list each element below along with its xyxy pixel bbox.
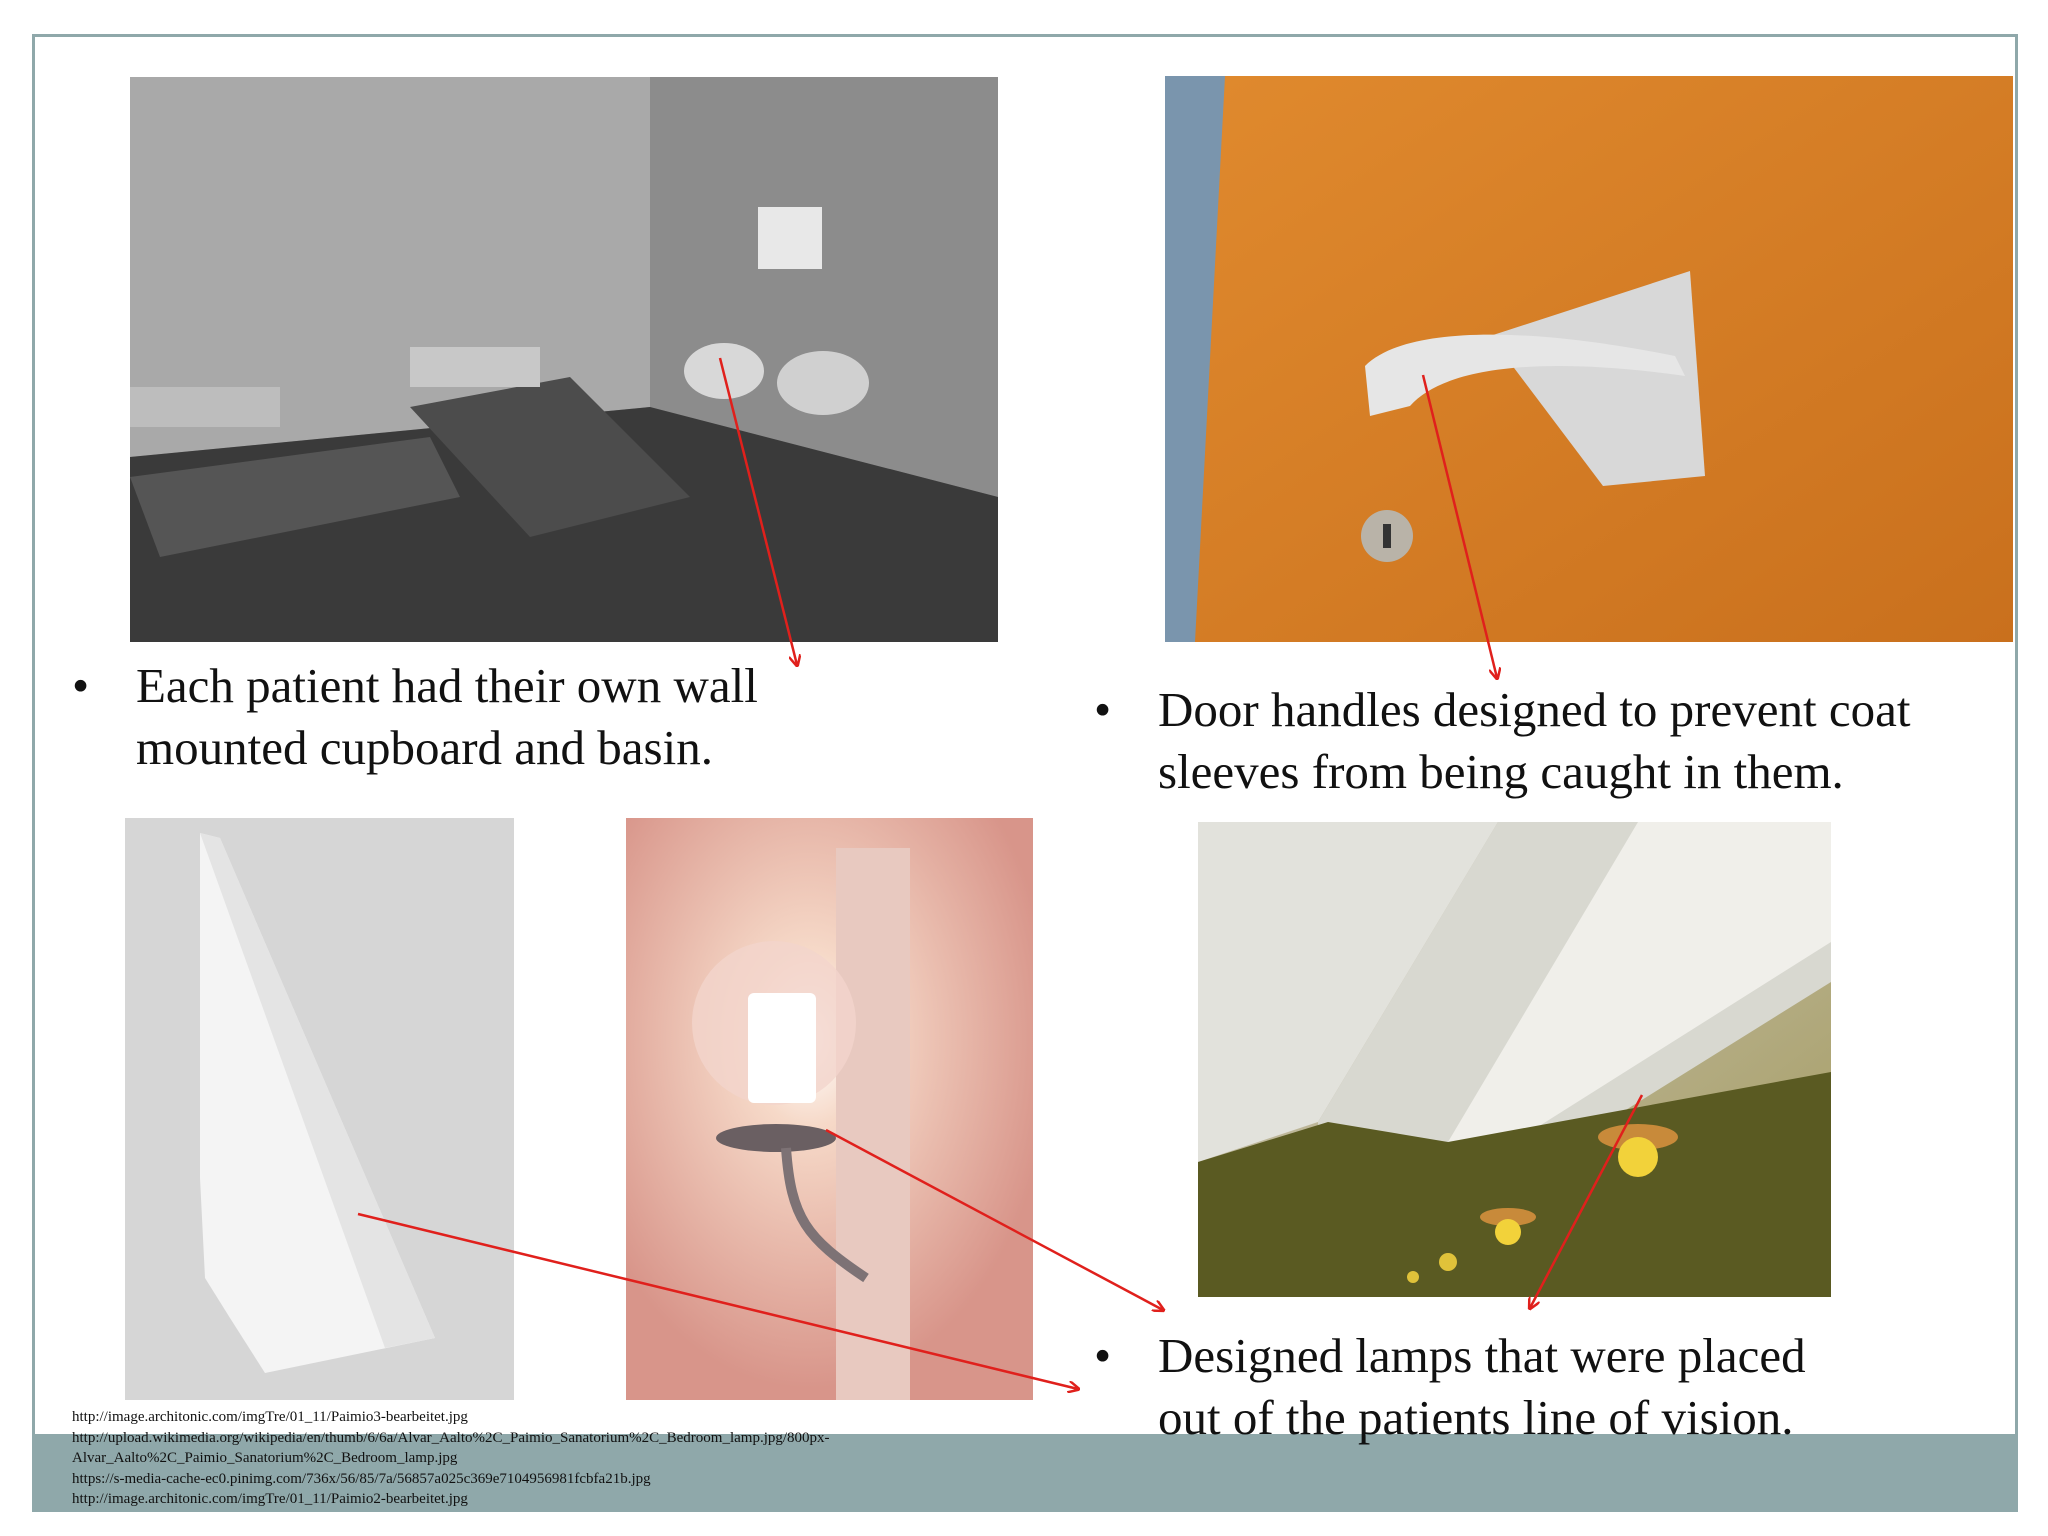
- bullet-symbol: •: [72, 658, 90, 713]
- bullet-symbol: •: [1094, 1328, 1112, 1383]
- cone-lamp-photo: [125, 818, 514, 1400]
- wall-lamp-photo: [626, 818, 1033, 1400]
- source-link[interactable]: http://image.architonic.com/imgTre/01_11…: [72, 1409, 468, 1425]
- door-handle-photo: [1165, 76, 2013, 642]
- bullet-door-text: Door handles designed to prevent coat sl…: [1158, 682, 1911, 799]
- bullet-symbol: •: [1094, 682, 1112, 737]
- footer-band: [35, 1434, 2015, 1510]
- bedroom-photo: [130, 77, 998, 642]
- bullet-bedroom-text: Each patient had their own wall mounted …: [136, 658, 758, 775]
- bullet-door: • Door handles designed to prevent coat …: [1094, 679, 2034, 809]
- source-links: http://image.architonic.com/imgTre/01_11…: [72, 1407, 1082, 1510]
- corridor-lamps-photo: [1198, 822, 1831, 1297]
- bullet-bedroom: • Each patient had their own wall mounte…: [72, 655, 972, 785]
- source-link[interactable]: https://s-media-cache-ec0.pinimg.com/736…: [72, 1470, 651, 1487]
- bullet-lamps-text: Designed lamps that were placed out of t…: [1158, 1328, 1806, 1445]
- source-link[interactable]: http://image.architonic.com/imgTre/01_11…: [72, 1491, 468, 1507]
- source-link[interactable]: http://upload.wikimedia.org/wikipedia/en…: [72, 1429, 830, 1467]
- bullet-lamps: • Designed lamps that were placed out of…: [1094, 1325, 1994, 1455]
